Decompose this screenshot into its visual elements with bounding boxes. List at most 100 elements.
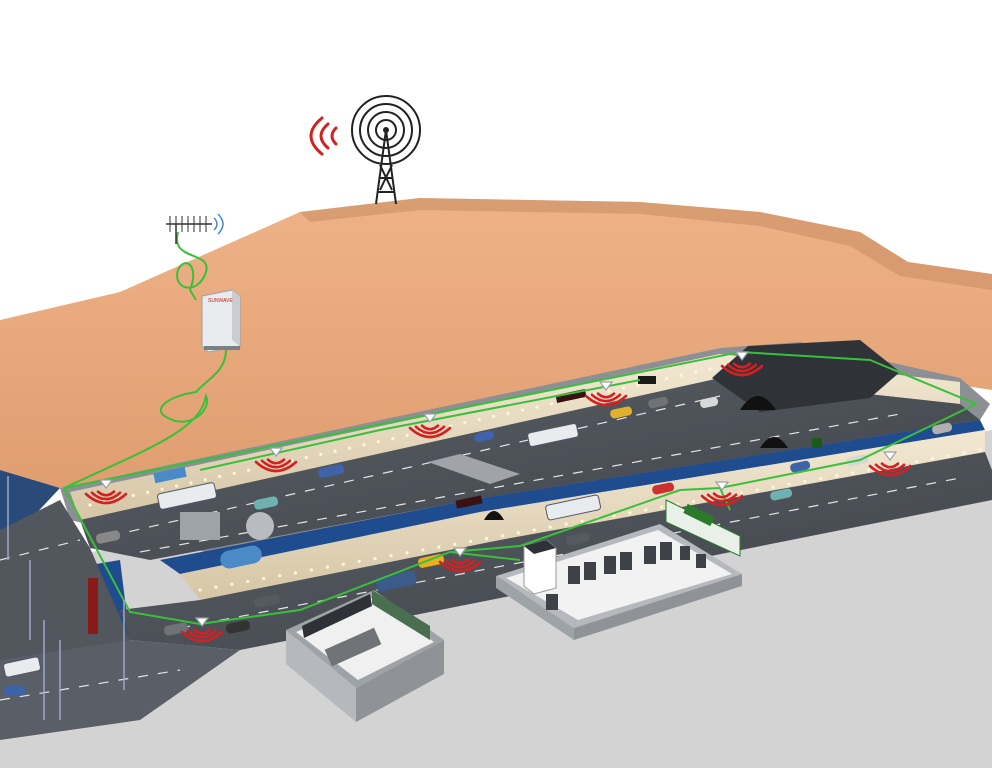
equipment-room-icon (496, 499, 742, 640)
bus (157, 482, 217, 510)
car (648, 396, 669, 409)
tunnel-antenna-icon (408, 413, 452, 439)
car (95, 530, 121, 544)
tunnel-light (628, 511, 632, 515)
tunnel-light (389, 554, 393, 558)
tunnel-light (898, 462, 903, 466)
broadcast-tower-icon (351, 95, 421, 205)
middle-portal-opening (760, 437, 788, 448)
median-water-strip (160, 420, 985, 574)
yagi-antenna-icon (166, 213, 224, 244)
tunnel-light (693, 370, 698, 374)
tunnel-light (146, 490, 150, 494)
tunnel-light (214, 585, 218, 589)
tunnel-light (373, 556, 377, 561)
tunnel-light (803, 479, 807, 484)
tunnel-light (492, 414, 496, 419)
control-room-icon (286, 590, 444, 722)
tunnel-light (405, 551, 409, 555)
tunnel-light (691, 499, 696, 504)
tunnel-light (174, 484, 179, 488)
tunnel-light (548, 525, 552, 529)
tunnel-light (787, 482, 791, 486)
car (225, 620, 251, 634)
tunnel-light (277, 574, 282, 578)
tower-signal-icon (309, 116, 338, 156)
car (474, 430, 495, 443)
tunnel-light (347, 446, 352, 450)
car (4, 686, 26, 695)
tunnel-light (232, 471, 236, 475)
tunnel-antenna-icon (584, 381, 628, 407)
car (652, 482, 675, 495)
tunnel-light (962, 451, 966, 455)
car (253, 594, 281, 608)
signal-wave-icon (720, 362, 764, 377)
tunnel-light (739, 491, 743, 495)
tunnel-light (755, 488, 759, 492)
tunnel-light (621, 386, 626, 390)
tunnel-light (309, 568, 314, 572)
tunnel-light (131, 493, 135, 498)
tunnel-light (535, 405, 539, 409)
tunnel-light (484, 536, 489, 541)
car (565, 532, 591, 546)
tunnel-light (851, 471, 855, 475)
tunnel-light (607, 389, 611, 393)
tunnel-light (325, 565, 329, 569)
repeater-brand-label: SUNWAVE (208, 298, 233, 304)
left-lane-marking (0, 539, 81, 561)
car (253, 496, 279, 510)
signal-wave-icon (254, 458, 298, 473)
tunnel-light (247, 468, 251, 472)
tunnel-light (246, 579, 250, 584)
hill-ridge-shade (300, 198, 992, 290)
tunnel-light (333, 449, 337, 453)
tunnel-light (708, 367, 712, 371)
tunnel-light (88, 503, 92, 507)
bus (2, 656, 42, 678)
tunnel-light (914, 459, 918, 464)
tunnel-light (612, 514, 616, 518)
tunnel-light (319, 452, 323, 456)
tunnel-middle-wall (180, 430, 985, 600)
tunnel-light (506, 411, 510, 415)
tunnel-antenna-icon (720, 351, 764, 377)
tunnel-light (453, 542, 457, 546)
bus (527, 423, 579, 447)
tunnel-antenna-icon (700, 481, 744, 507)
tunnel-light (516, 531, 520, 535)
street-light-poles (7, 476, 125, 720)
tunnel-light (866, 468, 871, 472)
tunnel-light (771, 485, 775, 489)
bus (375, 570, 417, 592)
tunnel-antenna-icon (438, 547, 482, 573)
tunnel-light (835, 474, 839, 478)
tunnel-light (819, 476, 823, 481)
cross-passage (428, 454, 520, 484)
tunnel-light (405, 433, 409, 438)
tunnel-light (930, 456, 934, 461)
tunnel-light (580, 519, 584, 524)
signal-wave-icon (584, 392, 628, 407)
tunnel-light (357, 559, 361, 564)
upper-roadway (80, 378, 980, 560)
tunnel-light (564, 522, 568, 526)
center-portal-opening (484, 511, 504, 520)
tunnel-light (391, 436, 395, 441)
right-portal-opening (740, 396, 776, 410)
bus (545, 494, 602, 521)
tunnel-light (230, 582, 234, 586)
tunnel-antenna-icon (84, 479, 128, 505)
signal-wave-icon (180, 628, 224, 643)
tunnel-light (262, 576, 266, 581)
tunnel-light (469, 539, 473, 544)
car (317, 464, 345, 478)
signal-wave-icon (700, 492, 744, 507)
car (700, 396, 719, 409)
tunnel-light (500, 534, 505, 538)
tunnel-light (189, 481, 193, 485)
tunnel-light (376, 440, 380, 444)
repeater-cabinet-icon: SUNWAVE (201, 289, 241, 353)
